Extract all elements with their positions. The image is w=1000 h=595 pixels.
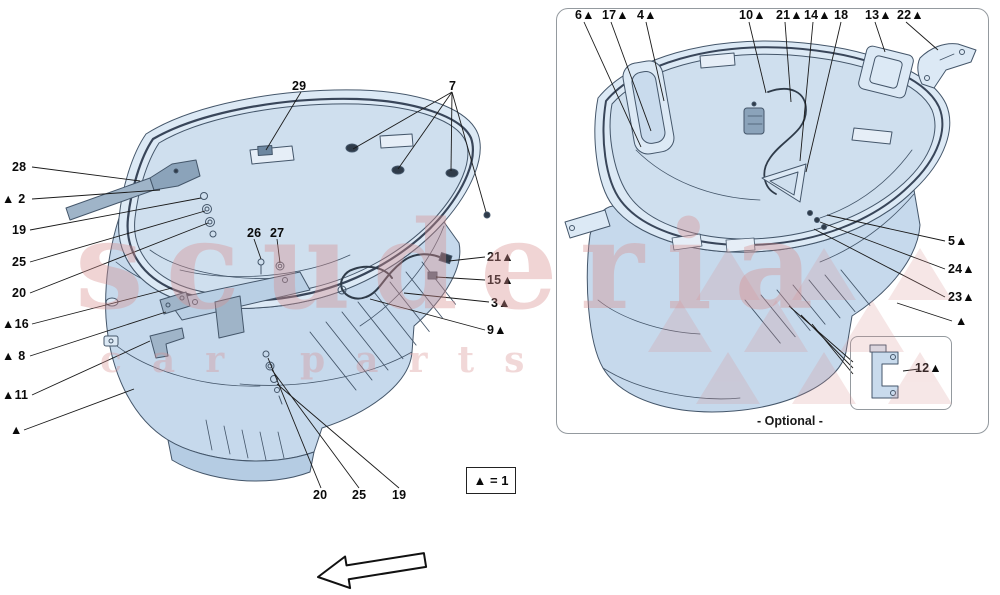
callout-21: 21▲	[487, 250, 514, 264]
callout-16: ▲16	[2, 317, 29, 331]
callout-5: 5▲	[948, 234, 968, 248]
legend-box: ▲ = 1	[466, 467, 516, 494]
callout-7: 7	[449, 79, 457, 93]
callout-triangle-right: ▲	[955, 314, 968, 328]
callout-25-bottom: 25	[352, 488, 367, 502]
callout-11: ▲11	[2, 388, 29, 402]
callout-9: 9▲	[487, 323, 507, 337]
fastener-stack-upper	[200, 192, 217, 238]
callout-15: 15▲	[487, 273, 514, 287]
right-compartment-drawing	[564, 40, 977, 413]
callout-4: 4▲	[637, 8, 657, 22]
callout-13: 13▲	[865, 8, 892, 22]
callout-26: 26	[247, 226, 262, 240]
fastener-stack-lower	[262, 350, 283, 405]
release-cable	[337, 252, 453, 300]
callout-21-right: 21▲	[776, 8, 803, 22]
mounting-plate	[858, 45, 914, 99]
callout-17: 17▲	[602, 8, 629, 22]
callout-10: 10▲	[739, 8, 766, 22]
left-rim-seal	[118, 89, 481, 309]
callout-27: 27	[270, 226, 285, 240]
rim-fasteners	[807, 210, 827, 230]
right-rib-hatch	[744, 269, 874, 345]
lower-brackets	[149, 291, 191, 359]
optional-assembly-box	[556, 8, 989, 434]
optional-bracket	[869, 344, 899, 399]
callout-19: 19	[12, 223, 27, 237]
left-compartment-drawing	[65, 89, 491, 482]
callout-8: ▲ 8	[2, 349, 26, 363]
leader-lines	[23, 21, 953, 489]
callout-2: ▲ 2	[2, 192, 26, 206]
callout-28: 28	[12, 160, 27, 174]
callout-14: 14▲	[804, 8, 831, 22]
callout-24: 24▲	[948, 262, 975, 276]
direction-arrow	[317, 552, 428, 590]
left-bottom-ribs	[205, 419, 285, 461]
callout-20: 20	[12, 286, 27, 300]
legend-text: ▲ = 1	[473, 473, 509, 488]
grommets	[345, 143, 491, 219]
callout-6: 6▲	[575, 8, 595, 22]
callout-22: 22▲	[897, 8, 924, 22]
callout-19-bottom: 19	[392, 488, 407, 502]
gasket-clip	[257, 145, 273, 156]
callout-20-bottom: 20	[313, 488, 328, 502]
callout-18: 18	[834, 8, 849, 22]
long-bracket	[917, 43, 977, 89]
callout-12: 12▲	[915, 361, 942, 375]
latch-assembly	[743, 88, 807, 203]
air-duct	[622, 60, 675, 155]
left-subframe	[167, 271, 311, 339]
callout-triangle-left: ▲	[10, 423, 23, 437]
callout-29: 29	[292, 79, 307, 93]
optional-label: - Optional -	[757, 414, 823, 428]
callout-23: 23▲	[948, 290, 975, 304]
right-rim-seal	[594, 40, 951, 253]
optional-bracket-box	[850, 336, 952, 410]
callout-3: 3▲	[491, 296, 511, 310]
callout-25: 25	[12, 255, 27, 269]
